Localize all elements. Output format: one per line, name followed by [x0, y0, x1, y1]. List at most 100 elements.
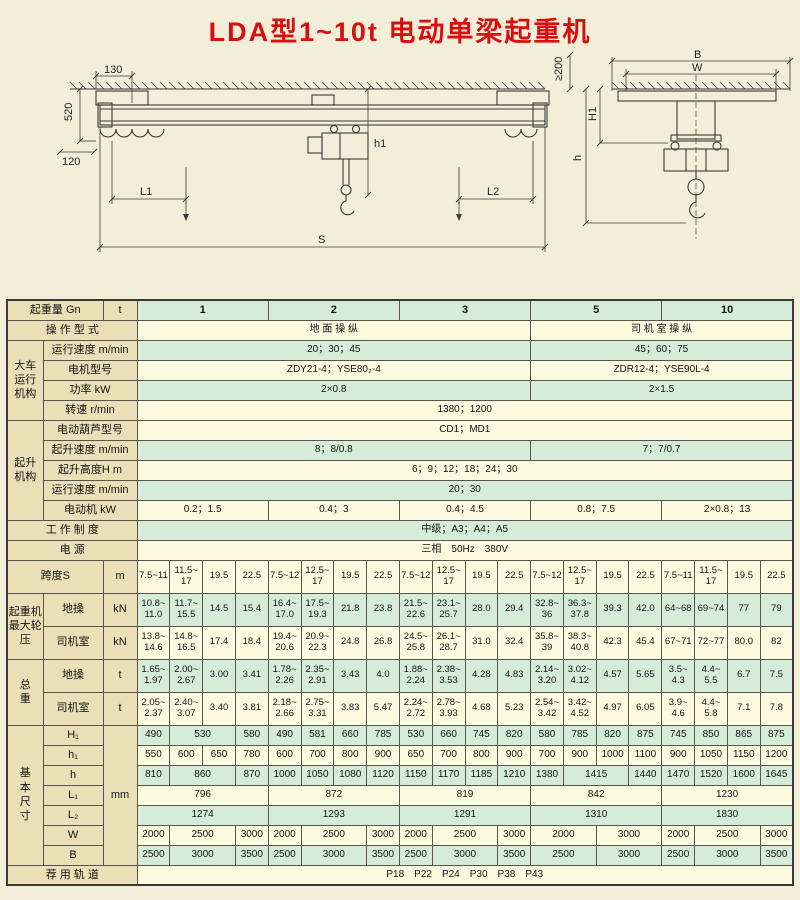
wheel-arcs-left	[99, 128, 165, 138]
spec-value-cell: 3.02~4.12	[562, 658, 597, 693]
spec-row-label: h₁	[42, 744, 104, 766]
dimension-ticks	[56, 51, 794, 251]
spec-value-cell: 2500	[661, 844, 696, 866]
spec-value-cell: 19.5	[726, 559, 761, 594]
spec-row-label: H₁	[42, 724, 104, 746]
spec-value-cell: 490	[267, 724, 302, 746]
spec-value-cell: 4.4~5.8	[694, 691, 728, 726]
spec-row-label: 跨度S	[6, 559, 104, 594]
spec-value-cell: 1000	[267, 764, 302, 786]
spec-value-cell: 800	[333, 744, 368, 766]
spec-value-cell: 1645	[759, 764, 794, 786]
spec-value-cell: 19.5	[333, 559, 368, 594]
spec-value-cell: 1380	[530, 764, 564, 786]
spec-value-cell: 28.0	[464, 592, 499, 627]
spec-value-cell: 2.78~3.93	[431, 691, 466, 726]
spec-value-cell: 785	[562, 724, 597, 746]
arrow-down-icon	[183, 214, 189, 221]
spec-value-cell: 22.5	[234, 559, 269, 594]
spec-value-cell: 39.3	[595, 592, 630, 627]
spec-value-cell: 3000	[759, 824, 794, 846]
hook-icon	[340, 195, 355, 216]
spec-value-cell: 2.00~2.67	[169, 658, 204, 693]
spec-value-cell: 2500	[136, 844, 171, 866]
spec-value-cell: CD1；MD1	[136, 419, 794, 441]
spec-value-cell: 7.5~11	[136, 559, 171, 594]
spec-unit-label: t	[102, 658, 138, 693]
spec-value-cell: 29.4	[497, 592, 532, 627]
spec-value-cell: 3000	[431, 844, 499, 866]
spec-value-cell: 12.5~17	[562, 559, 597, 594]
spec-value-cell: 22.5	[366, 559, 400, 594]
spec-unit-label: m	[102, 559, 138, 594]
spec-unit-label: t	[102, 691, 138, 726]
spec-value-cell: 785	[366, 724, 400, 746]
spec-value-cell: 26.8	[366, 625, 400, 660]
spec-value-cell: 21.5~22.6	[398, 592, 433, 627]
spec-value-cell: 0.4；4.5	[398, 499, 532, 521]
spec-value-cell: 2500	[300, 824, 368, 846]
spec-value-cell: 600	[267, 744, 302, 766]
table-row: 操 作 型 式地 面 操 纵司 机 室 操 纵	[6, 319, 794, 341]
spec-unit-label: mm	[102, 724, 138, 866]
spec-unit-label: kN	[102, 625, 138, 660]
spec-value-cell: 4.4~5.5	[694, 658, 728, 693]
spec-value-cell: 600	[169, 744, 204, 766]
spec-value-cell: 1470	[661, 764, 696, 786]
spec-row-label: 转速 r/min	[42, 399, 138, 421]
spec-value-cell: 3000	[300, 844, 368, 866]
spec-value-cell: 820	[595, 724, 630, 746]
spec-value-cell: ZDY21-4；YSE80₂-4	[136, 359, 532, 381]
spec-value-cell: 550	[136, 744, 171, 766]
spec-value-cell: 1440	[628, 764, 663, 786]
spec-row-label: B	[42, 844, 104, 866]
spec-value-cell: 1050	[694, 744, 728, 766]
spec-value-cell: 4.0	[366, 658, 400, 693]
spec-group-label: 起重机最大轮压	[6, 592, 44, 660]
spec-value-cell: 900	[497, 744, 532, 766]
spec-value-cell: 2500	[398, 844, 433, 866]
spec-value-cell: 64~68	[661, 592, 696, 627]
spec-row-label: 电 源	[6, 539, 138, 561]
spec-value-cell: 780	[234, 744, 269, 766]
spec-value-cell: 580	[530, 724, 564, 746]
spec-value-cell: 1600	[726, 764, 761, 786]
spec-value-cell: 15.4	[234, 592, 269, 627]
spec-value-cell: 580	[234, 724, 269, 746]
spec-value-cell: 3.83	[333, 691, 368, 726]
spec-value-cell: 1080	[333, 764, 368, 786]
spec-row-label: 起升速度 m/min	[42, 439, 138, 461]
spec-row-label: 司机室	[42, 625, 104, 660]
spec-value-cell: 2500	[694, 824, 761, 846]
spec-value-cell: 中级；A3；A4；A5	[136, 519, 794, 541]
spec-value-cell: 79	[759, 592, 794, 627]
spec-value-cell: 67~71	[661, 625, 696, 660]
spec-group-label: 基本尺寸	[6, 724, 44, 866]
spec-value-cell: 900	[562, 744, 597, 766]
spec-value-cell: 2	[267, 299, 400, 321]
spec-value-cell: 700	[300, 744, 335, 766]
spec-value-cell: 900	[366, 744, 400, 766]
spec-value-cell: 0.4；3	[267, 499, 400, 521]
spec-value-cell: 6.7	[726, 658, 761, 693]
spec-value-cell: 35.8~39	[530, 625, 564, 660]
spec-value-cell: 0.8；7.5	[530, 499, 663, 521]
spec-value-cell: 2×0.8	[136, 379, 532, 401]
spec-value-cell: 3500	[497, 844, 532, 866]
dim-label-l1: L1	[140, 186, 152, 198]
spec-value-cell: 1210	[497, 764, 532, 786]
spec-value-cell: 1293	[267, 804, 400, 826]
spec-value-cell: 三相 50Hz 380V	[136, 539, 794, 561]
spec-value-cell: 1170	[431, 764, 466, 786]
hatch-marks	[69, 81, 791, 90]
spec-value-cell: 660	[431, 724, 466, 746]
spec-value-cell: 2000	[267, 824, 302, 846]
